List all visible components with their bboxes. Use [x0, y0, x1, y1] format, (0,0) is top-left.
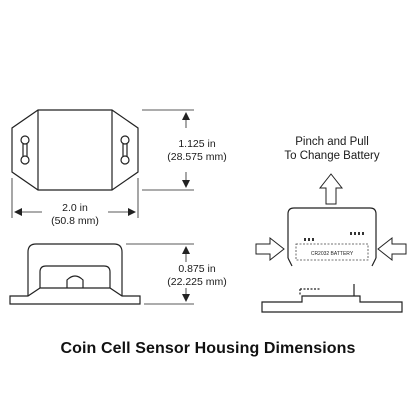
- battery-board: CR2032 BATTERY: [295, 243, 369, 261]
- height-mm-label: (28.575 mm): [167, 151, 227, 163]
- pinch-arrow-left-icon: [255, 236, 285, 262]
- width-mm-label: (50.8 mm): [51, 215, 99, 227]
- caption: Coin Cell Sensor Housing Dimensions: [60, 340, 356, 357]
- housing-base: [261, 284, 403, 313]
- side-view-body: [27, 243, 123, 296]
- pull-up-arrow-icon: [318, 173, 344, 205]
- height-in-label: 1.125 in: [178, 138, 216, 150]
- depth-dimension: [126, 243, 194, 305]
- right-mounting-slot: [120, 135, 130, 165]
- side-view-inner-cutout: [39, 265, 111, 288]
- side-view-latch: [66, 275, 84, 288]
- depth-in-label: 0.875 in: [178, 263, 216, 275]
- pinch-arrow-right-icon: [377, 236, 407, 262]
- height-dimension: [142, 109, 194, 191]
- side-view-base-flange: [9, 287, 141, 305]
- instruction-line-1: Pinch and Pull: [295, 136, 369, 148]
- cover-lifted: [287, 207, 377, 267]
- top-view: [11, 109, 139, 191]
- width-dimension: [11, 178, 139, 218]
- instruction-line-2: To Change Battery: [284, 150, 380, 162]
- battery-label: CR2032 BATTERY: [311, 251, 354, 257]
- board-pins: [304, 232, 364, 241]
- depth-mm-label: (22.225 mm): [167, 276, 227, 288]
- width-in-label: 2.0 in: [62, 202, 88, 214]
- left-mounting-slot: [20, 135, 30, 165]
- side-view: [9, 243, 141, 305]
- top-view-outline: [11, 109, 139, 191]
